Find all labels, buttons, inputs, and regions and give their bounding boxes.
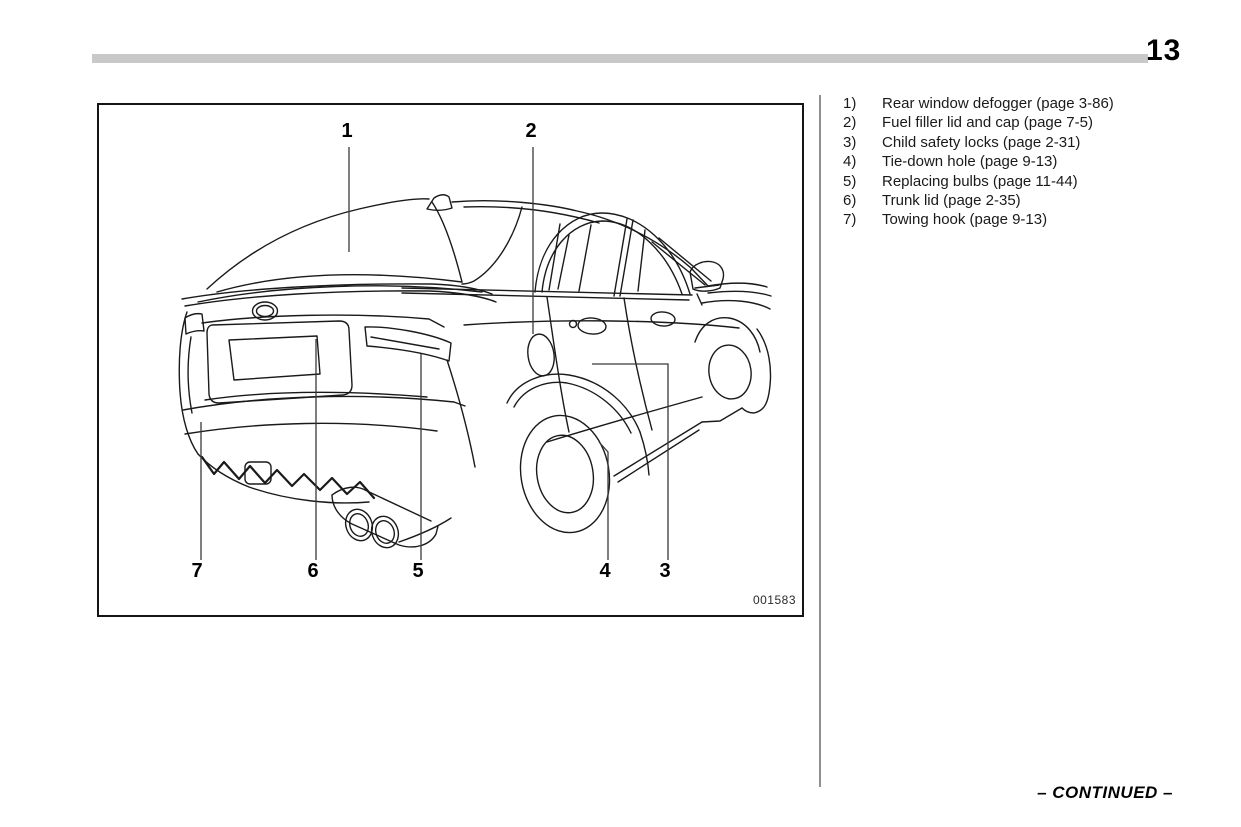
callout-leader-lines (200, 147, 669, 560)
legend-item-text: Rear window defogger (page 3-86) (882, 95, 1114, 112)
car-rear-wheel (506, 373, 650, 534)
front-wheel (708, 344, 752, 400)
car-license-recess (204, 320, 428, 404)
rear-door-gap (546, 296, 570, 433)
callout-3: 3 (659, 560, 671, 582)
legend-item-4: 4) Tie-down hole (page 9-13) (843, 152, 1223, 171)
a-pillar (651, 241, 706, 286)
legend-item-text: Fuel filler lid and cap (page 7-5) (882, 114, 1093, 132)
legend-item-2: 2) Fuel filler lid and cap (page 7-5) (843, 113, 1223, 132)
column-divider (819, 95, 821, 787)
legend-item-number: 3) (843, 133, 857, 151)
legend-item-3: 3) Child safety locks (page 2-31) (843, 133, 1223, 152)
diffuser-fins (200, 455, 376, 500)
front-door-handle (650, 311, 676, 327)
car-taillights (184, 312, 452, 362)
legend-item-number: 6) (843, 192, 857, 210)
car-front-section (651, 237, 772, 423)
license-plate-area (228, 335, 321, 381)
front-door-gap (623, 297, 653, 431)
quarter-window-divider (548, 223, 561, 291)
leader-3 (592, 363, 669, 560)
callout-1: 1 (341, 120, 353, 142)
legend-item-text: Trunk lid (page 2-35) (882, 192, 1021, 210)
car-side-body (401, 287, 740, 483)
car-greenhouse (534, 212, 691, 297)
car-rear-diagram (178, 147, 772, 560)
legend-item-number: 1) (843, 95, 857, 112)
front-wheel-arch (694, 317, 761, 353)
fuel-filler-lid (527, 333, 555, 377)
rear-door-handle (577, 317, 607, 335)
exhaust-tip (370, 515, 400, 549)
car-exhaust (331, 486, 452, 549)
legend-item-7: 7) Towing hook (page 9-13) (843, 210, 1223, 229)
callout-5: 5 (412, 560, 424, 582)
legend-item-text: Towing hook (page 9-13) (882, 211, 1048, 229)
figure-code: 001583 (752, 593, 796, 607)
taillight-right (364, 326, 452, 362)
legend-item-number: 2) (843, 114, 857, 132)
callout-2: 2 (525, 120, 537, 142)
leader-4 (598, 441, 609, 560)
legend-item-number: 5) (843, 172, 857, 190)
taillight-left (184, 312, 205, 335)
page-number: 13 (1146, 34, 1182, 67)
callout-6: 6 (307, 560, 319, 582)
legend-item-6: 6) Trunk lid (page 2-35) (843, 191, 1223, 210)
car-rear-bumper (178, 311, 476, 504)
illustration-box: 001583 (97, 103, 804, 617)
car-rear-window (216, 201, 523, 293)
callout-7: 7 (191, 560, 203, 582)
shark-fin-antenna (426, 194, 453, 211)
continued-marker: – CONTINUED – (1037, 783, 1173, 802)
exhaust-tip (344, 508, 374, 542)
legend-item-1: 1) Rear window defogger (page 3-86) (843, 94, 1223, 113)
car-roof-and-antenna (206, 194, 709, 290)
callout-4: 4 (599, 560, 611, 582)
side-mirror (689, 260, 725, 292)
legend-item-text: Tie-down hole (page 9-13) (882, 153, 1058, 171)
trunk-badge (251, 301, 279, 321)
legend-item-text: Replacing bulbs (page 11-44) (882, 172, 1078, 190)
b-pillar (613, 218, 628, 297)
parts-legend: 1) Rear window defogger (page 3-86) 2) Fuel… (843, 94, 1223, 230)
legend-item-5: 5) Replacing bulbs (page 11-44) (843, 172, 1223, 191)
header-rule (92, 54, 1148, 63)
legend-item-number: 7) (843, 211, 857, 229)
legend-item-number: 4) (843, 153, 857, 171)
legend-item-text: Child safety locks (page 2-31) (882, 133, 1081, 151)
bumper-reflector (244, 461, 272, 485)
